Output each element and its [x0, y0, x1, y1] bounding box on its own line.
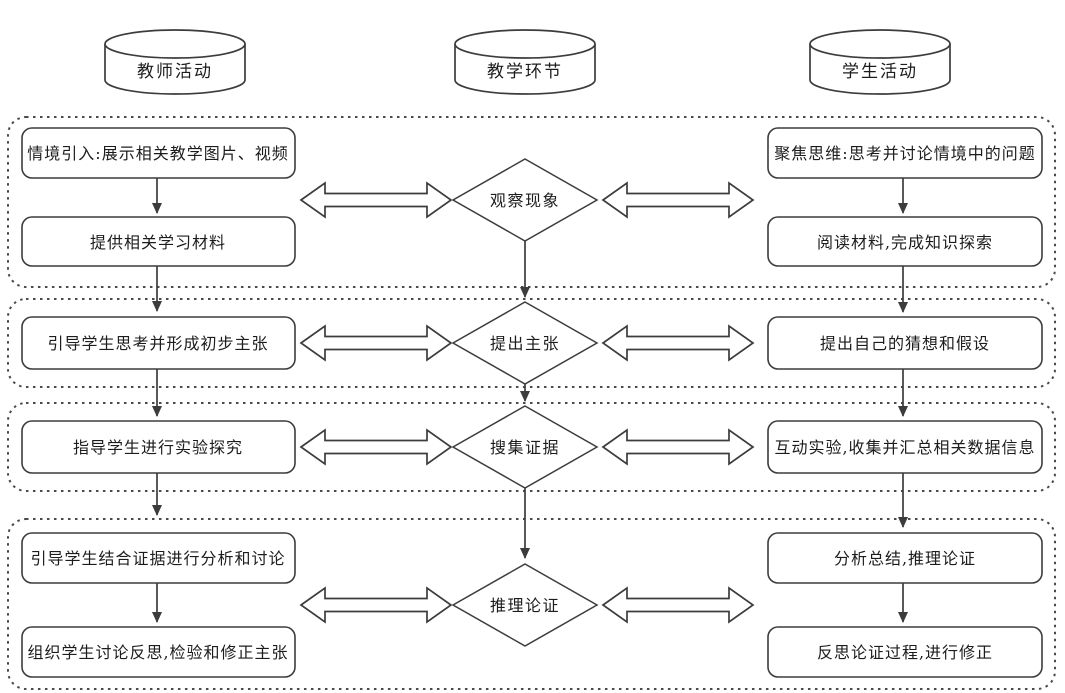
- student-step-box: [767, 127, 1043, 179]
- teacher-step-label: 组织学生讨论反思,检验和修正主张: [27, 643, 288, 662]
- stage-column-label: 教学环节: [487, 62, 563, 82]
- teacher-step-box: [21, 316, 296, 370]
- stage-diamond: [451, 301, 599, 385]
- teacher-step-label: 指导学生进行实验探究: [73, 438, 243, 457]
- student-step-box: [767, 626, 1043, 678]
- phase-container-4: [7, 518, 1056, 690]
- student-step-box: [767, 420, 1043, 474]
- exchange-arrow-left-1: [300, 182, 452, 218]
- stage-label: 提出主张: [490, 334, 560, 353]
- student-step-box: [767, 532, 1043, 584]
- teacher-step-label: 提供相关学习材料: [90, 233, 226, 252]
- exchange-arrow-left-2: [300, 325, 452, 361]
- student-step-label: 互动实验,收集并汇总相关数据信息: [774, 438, 1035, 457]
- student-step-label: 提出自己的猜想和假设: [820, 334, 990, 353]
- stage-diamond: [451, 158, 599, 242]
- teacher-step-label: 引导学生结合证据进行分析和讨论: [30, 549, 285, 568]
- student-column-label: 学生活动: [842, 62, 918, 82]
- phase-container-1: [7, 116, 1056, 288]
- teacher-step-box: [21, 216, 296, 267]
- exchange-arrow-right-3: [602, 429, 754, 465]
- stage-diamond: [451, 405, 599, 489]
- stage-diamond: [451, 563, 599, 647]
- teacher-step-box: [21, 420, 296, 474]
- student-step-label: 聚焦思维:思考并讨论情境中的问题: [774, 144, 1035, 163]
- student-step-box: [767, 216, 1043, 267]
- teacher-column-label: 教师活动: [137, 62, 213, 82]
- student-step-label: 分析总结,推理论证: [834, 549, 976, 568]
- exchange-arrow-left-4: [300, 587, 452, 623]
- stage-label: 搜集证据: [490, 438, 560, 457]
- teacher-step-box: [21, 532, 296, 584]
- phase-container-3: [7, 402, 1056, 492]
- exchange-arrow-right-1: [602, 182, 754, 218]
- exchange-arrow-right-4: [602, 587, 754, 623]
- exchange-arrow-left-3: [300, 429, 452, 465]
- teacher-step-box: [21, 127, 296, 179]
- student-step-label: 反思论证过程,进行修正: [817, 643, 993, 662]
- stage-label: 推理论证: [490, 596, 560, 615]
- student-step-label: 阅读材料,完成知识探索: [817, 233, 993, 252]
- student-step-box: [767, 316, 1043, 370]
- exchange-arrow-right-2: [602, 325, 754, 361]
- stage-label: 观察现象: [490, 191, 560, 210]
- teacher-step-box: [21, 626, 296, 678]
- teacher-step-label: 情境引入:展示相关教学图片、视频: [27, 144, 288, 163]
- phase-container-2: [7, 298, 1056, 388]
- teacher-step-label: 引导学生思考并形成初步主张: [47, 334, 268, 353]
